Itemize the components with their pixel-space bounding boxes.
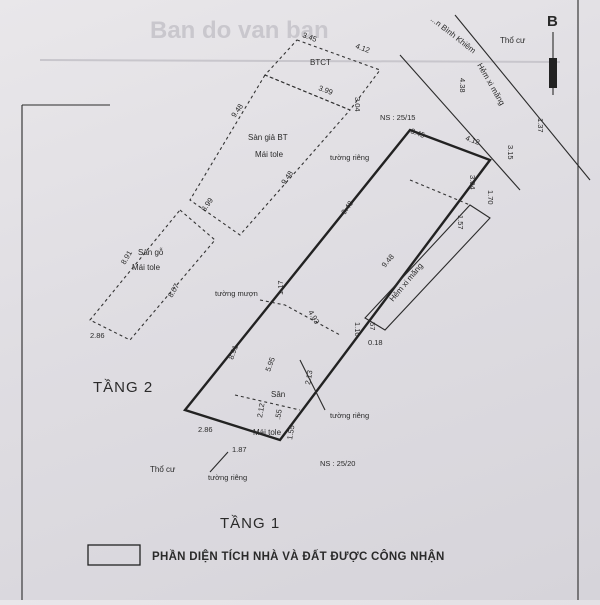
dim-137: 1.37: [536, 118, 545, 133]
dim-212: 2.12: [255, 402, 266, 418]
dim-412-mid: 4.12: [464, 133, 481, 146]
inner-dash-upper: [409, 179, 471, 206]
dim-304-mid: 3.04: [468, 175, 477, 190]
street-name: ...n Bình Khiêm: [429, 14, 478, 55]
san-gia-label: Sàn giả BT: [248, 133, 288, 142]
tuong-muon: tường mượn: [215, 289, 258, 298]
street-edge-2: [399, 54, 521, 191]
legend-swatch: [87, 544, 141, 566]
dim-948-hem: 9.48: [380, 252, 396, 269]
tuong-rieng-2: tường riêng: [330, 411, 369, 420]
dim-315: 3.15: [506, 145, 515, 160]
dim-55: .55: [273, 409, 284, 421]
direction-arrow: [549, 58, 557, 88]
inner-dash-wall: [259, 299, 341, 336]
mai-tole-upper: Mái tole: [255, 150, 284, 159]
san-label: Sân: [271, 390, 285, 399]
dim-595: 5.95: [263, 356, 276, 373]
mai-tole-left: Mái tole: [132, 263, 161, 272]
hem-mid-strip: [364, 204, 491, 331]
floor2-title: TẦNG 2: [93, 379, 153, 396]
hem-top-label: Hẻm xi măng: [475, 62, 506, 107]
san-divider: [234, 394, 301, 411]
tho-cu-top: Thổ cư: [500, 36, 526, 45]
san-go-label: Sàn gỗ: [138, 248, 164, 257]
dim-399: 3.99: [317, 83, 334, 96]
dim-412-top: 4.12: [354, 41, 371, 54]
dim-187: 1.87: [232, 445, 247, 454]
faded-header-rule: [39, 59, 561, 63]
tuong-rieng-3: tường riêng: [208, 473, 247, 482]
san-go-block: [89, 209, 216, 341]
dim-117: 1.17: [276, 280, 285, 295]
hem-mid-label: Hẻm xi măng: [388, 261, 425, 303]
dim-807: 8.07: [166, 282, 181, 299]
dim-891-lower: 8.91: [226, 344, 239, 361]
dim-286-bottom: 2.86: [198, 425, 213, 434]
tuong-rieng-1: tường riêng: [330, 153, 369, 162]
ns-bottom: NS : 25/20: [320, 459, 355, 468]
dim-948-mid: 9.48: [279, 169, 295, 186]
dim-493: 4.93: [306, 309, 321, 326]
dim-155: 1.55: [285, 424, 296, 440]
dim-345-mid: 3.45: [409, 126, 426, 139]
dim-018: 0.18: [368, 338, 383, 347]
main-parcel-outline: [182, 128, 492, 442]
legend-text: PHẦN DIỆN TÍCH NHÀ VÀ ĐẤT ĐƯỢC CÔNG NHẬN: [152, 550, 445, 563]
dim-438: 4.38: [458, 78, 467, 93]
floor1-title: TẦNG 1: [220, 515, 280, 532]
faded-header: Ban do van ban: [150, 17, 329, 44]
dim-948-left: 9.48: [229, 102, 245, 119]
dim-157: 1.57: [456, 215, 465, 230]
street-edge-1: [454, 14, 591, 181]
btct-label: BTCT: [310, 58, 331, 67]
dim-286-top: 2.86: [90, 331, 105, 340]
san-gia-block: [189, 74, 351, 236]
leader-tuong-rieng-2: [299, 359, 326, 411]
direction-letter: B: [547, 13, 559, 30]
dim-57: .57: [368, 320, 377, 330]
leader-tuong-rieng-3: [209, 451, 229, 473]
dim-304-top: 3.04: [353, 97, 362, 112]
dim-110: 1.10: [353, 322, 362, 337]
tho-cu-bottom: Thổ cư: [150, 465, 176, 474]
mai-tole-bottom: Mái tole: [253, 428, 282, 437]
dim-899: 8.99: [199, 196, 215, 213]
ns-top: NS : 25/15: [380, 113, 415, 122]
dim-170: 1.70: [486, 190, 495, 205]
